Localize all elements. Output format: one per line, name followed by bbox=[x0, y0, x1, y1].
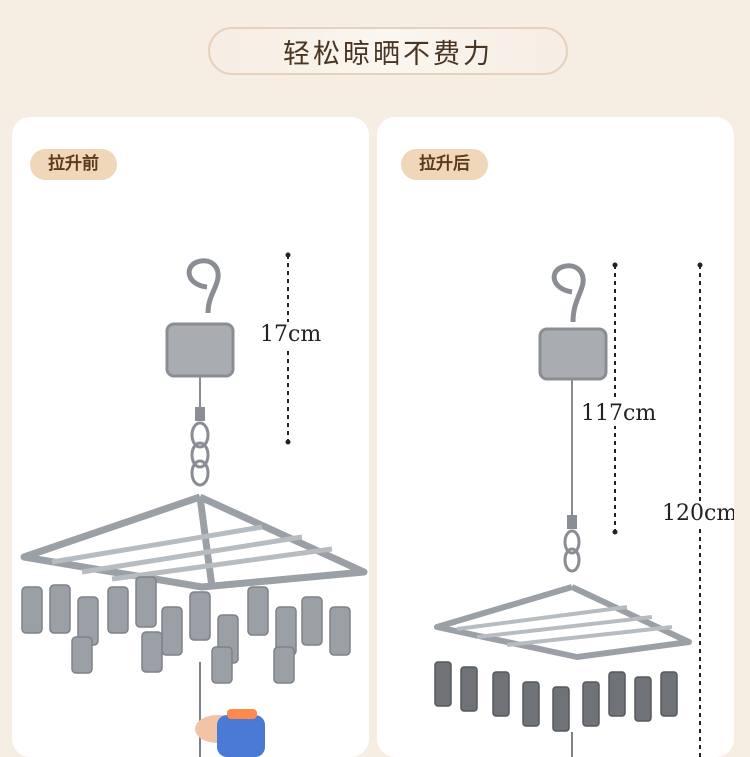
cropped-headline bbox=[150, 0, 600, 12]
rack-frame bbox=[20, 493, 368, 591]
retractor-box bbox=[538, 327, 608, 381]
subtitle-text: 轻松晾晒不费力 bbox=[283, 38, 493, 70]
panel-before-lift: 拉升前 bbox=[12, 117, 369, 757]
tag-after-lift: 拉升后 bbox=[401, 149, 488, 180]
rack-frame bbox=[434, 584, 692, 660]
measure-label-120: 120cm bbox=[660, 501, 734, 526]
chain-links bbox=[190, 421, 210, 487]
clips-after bbox=[434, 661, 678, 732]
hanger-before-illustration bbox=[20, 252, 368, 757]
retractor-box bbox=[165, 322, 235, 378]
tag-before-lift: 拉升前 bbox=[30, 149, 117, 180]
top-band bbox=[0, 0, 750, 20]
chain-links bbox=[563, 529, 581, 573]
measure-label-17: 17cm bbox=[258, 322, 324, 347]
hook-icon bbox=[551, 263, 586, 323]
measure-label-117: 117cm bbox=[579, 401, 659, 426]
subtitle-pill: 轻松晾晒不费力 bbox=[208, 27, 568, 75]
panel-after-lift: 拉升后 bbox=[377, 117, 734, 757]
clips-before bbox=[21, 576, 351, 684]
hook-icon bbox=[186, 258, 221, 314]
hanger-after-illustration bbox=[434, 262, 703, 757]
hand-icon bbox=[195, 709, 265, 757]
